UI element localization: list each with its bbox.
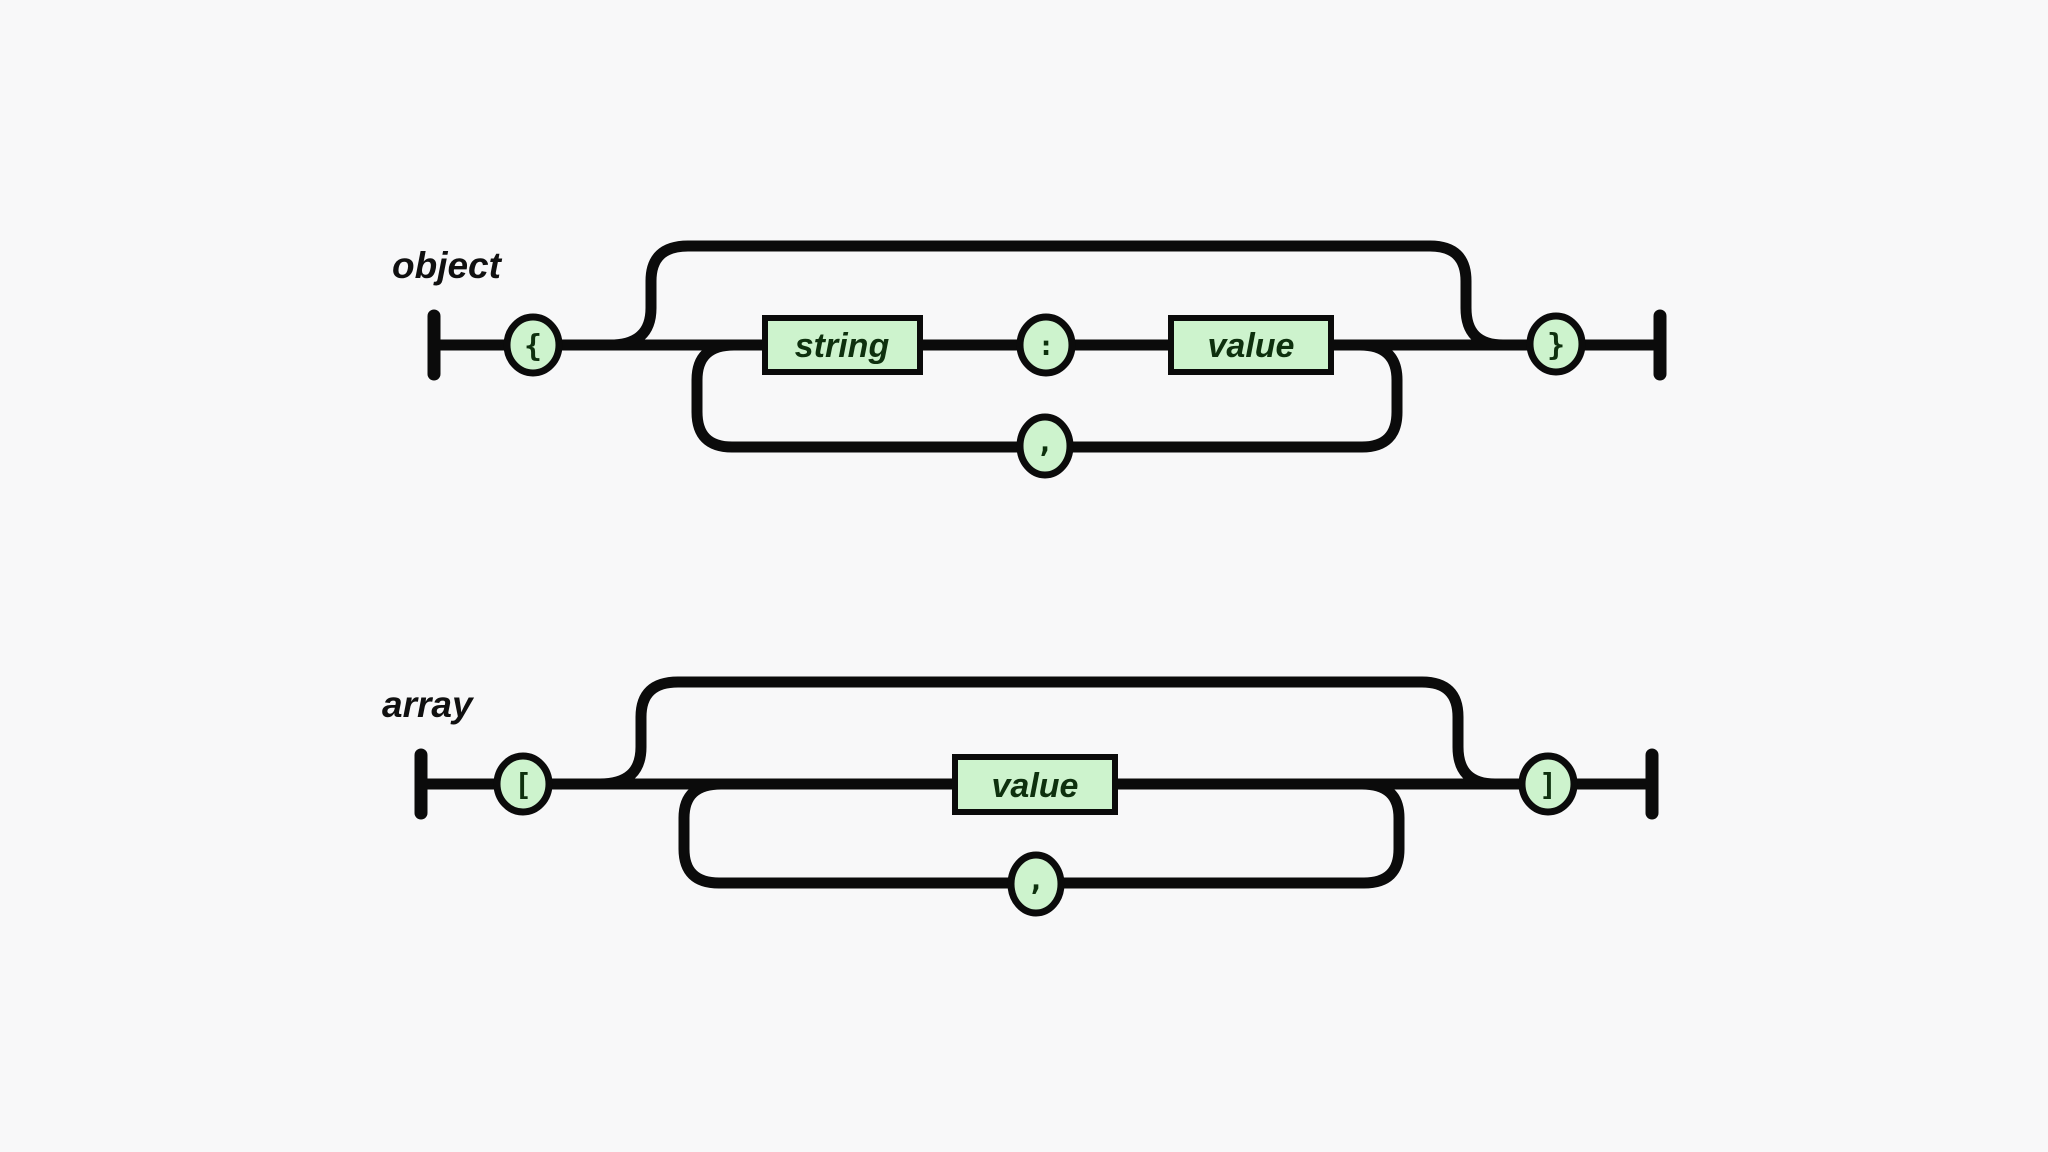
object-close-brace-node: } xyxy=(1526,312,1586,376)
object-open-brace-node: { xyxy=(503,313,563,377)
array-value-box-label: value xyxy=(992,767,1079,805)
open-brace-circle xyxy=(503,313,563,377)
object-string-node: string xyxy=(762,315,923,375)
array-skip-loop xyxy=(599,676,1496,790)
close-bracket-glyph: ] xyxy=(1539,768,1557,803)
object-comma-circle xyxy=(1016,413,1074,479)
object-comma-glyph: , xyxy=(1036,425,1054,460)
object-value-node: value xyxy=(1168,315,1334,375)
object-value-box xyxy=(1168,315,1334,375)
object-comma-node: , xyxy=(1016,413,1074,479)
array-comma-node: , xyxy=(1007,851,1065,917)
open-bracket-glyph: [ xyxy=(514,768,532,803)
object-skip-loop xyxy=(609,240,1504,351)
array-diagram-label: array xyxy=(382,684,475,725)
array-open-bracket-node: [ xyxy=(493,752,553,816)
open-brace-glyph: { xyxy=(524,329,542,364)
array-close-bracket-node: ] xyxy=(1518,752,1578,816)
colon-glyph: : xyxy=(1038,329,1055,362)
array-value-node: value xyxy=(952,754,1118,815)
object-diagram-label: object xyxy=(392,245,503,286)
object-diagram: object { string : xyxy=(392,240,1667,479)
colon-circle xyxy=(1016,313,1076,377)
string-box xyxy=(762,315,923,375)
close-bracket-circle xyxy=(1518,752,1578,816)
array-value-box xyxy=(952,754,1118,815)
object-value-box-label: value xyxy=(1208,327,1295,365)
array-diagram: array [ value , xyxy=(382,676,1659,917)
close-brace-circle xyxy=(1526,312,1586,376)
array-comma-glyph: , xyxy=(1027,863,1045,898)
object-colon-node: : xyxy=(1016,313,1076,377)
close-brace-glyph: } xyxy=(1547,328,1565,363)
array-comma-circle xyxy=(1007,851,1065,917)
open-bracket-circle xyxy=(493,752,553,816)
string-box-label: string xyxy=(795,327,890,365)
